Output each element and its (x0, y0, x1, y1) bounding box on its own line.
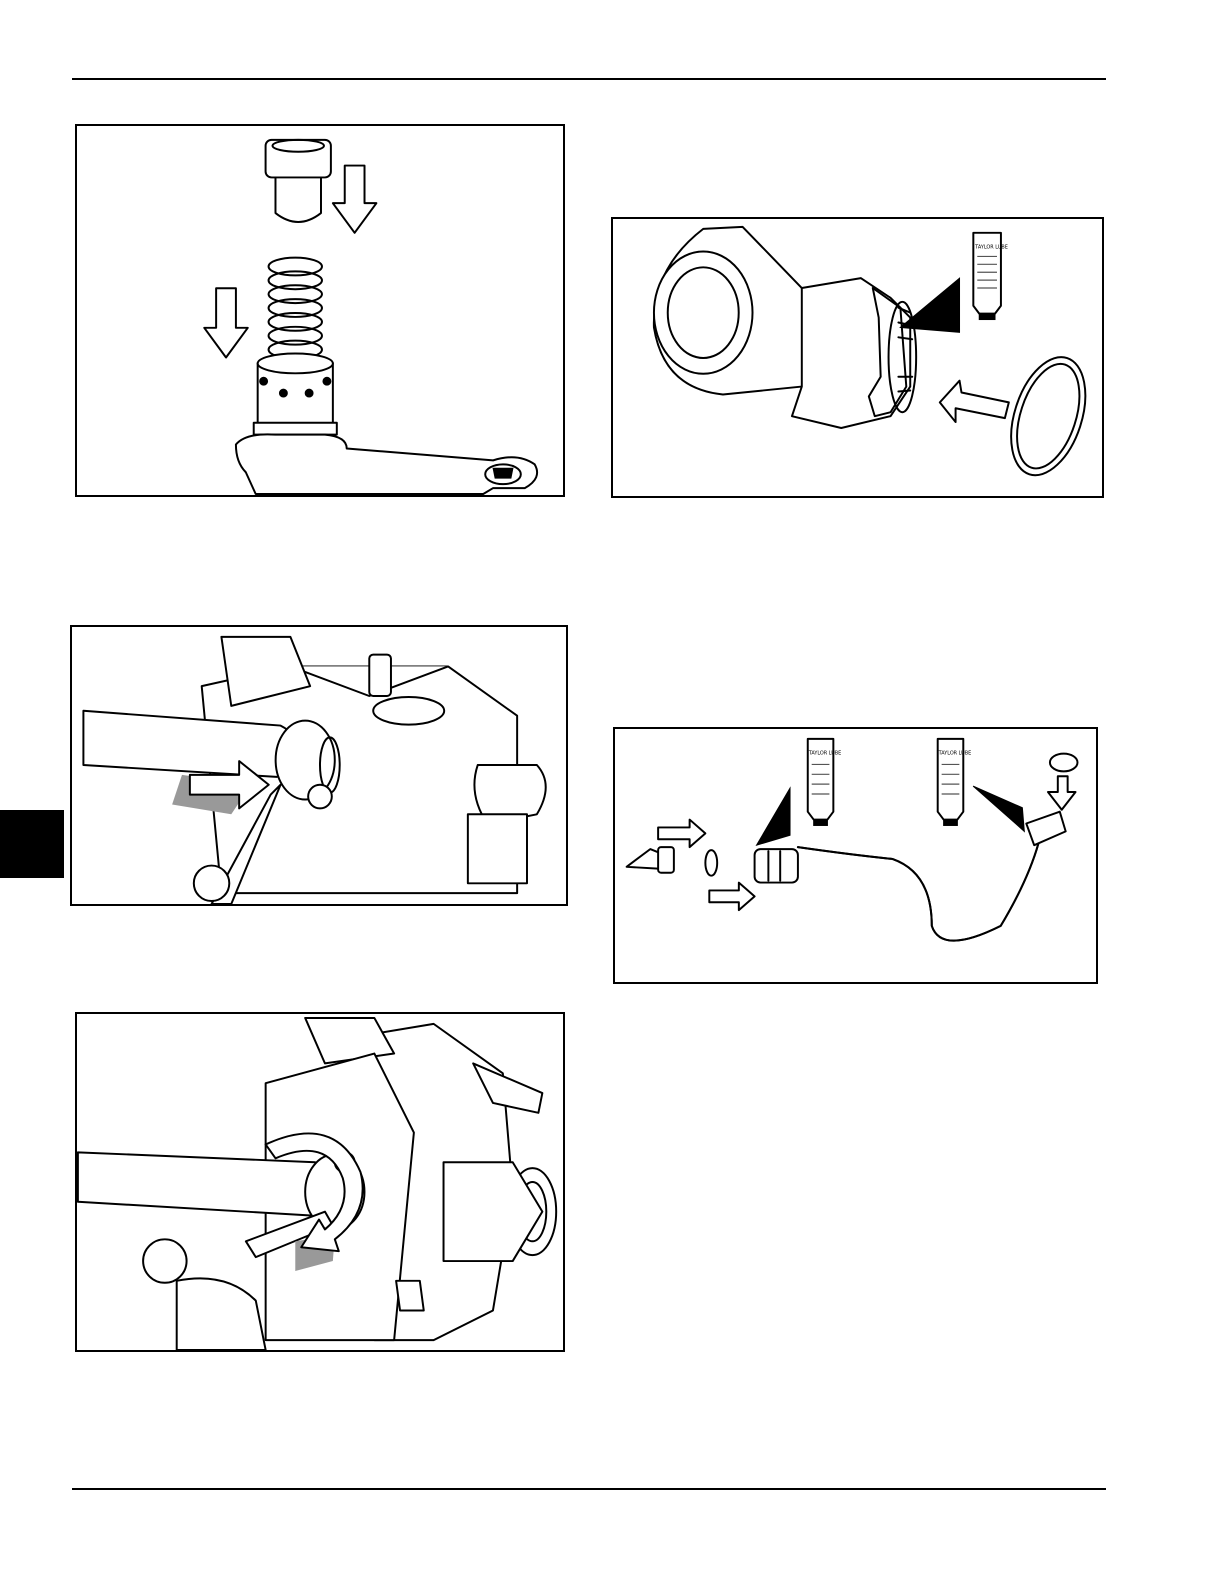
header-rule (72, 78, 1106, 80)
lube-tube-icon: TAYLOR LUBE (938, 739, 972, 826)
down-arrow-icon (204, 288, 248, 357)
wrench-bar-part (78, 1152, 335, 1215)
wrench-tighten-drawing (77, 1014, 563, 1350)
tube-assembly-drawing: TAYLOR LUBE TAYLOR LUBE (615, 729, 1096, 982)
o-ring-part (997, 348, 1099, 485)
wrench-install-drawing (72, 627, 566, 904)
down-arrow-icon (333, 166, 377, 233)
valve-spring-drawing (77, 126, 563, 495)
lube-tube-icon: TAYLOR LUBE (808, 739, 842, 826)
cap-part (266, 140, 331, 222)
wrench-part (236, 434, 537, 494)
down-arrow-icon (1048, 776, 1076, 809)
valve-tip-part (627, 849, 660, 869)
valve-body-part (254, 354, 337, 441)
valve-spring-assembly-illustration (75, 124, 565, 497)
lubricant-pointer-icon (757, 788, 790, 845)
lubricant-pointer-icon (900, 278, 959, 332)
wrench-tightening-illustration (75, 1012, 565, 1352)
lube-tube-label: TAYLOR LUBE (974, 245, 1008, 251)
lube-tube-icon: TAYLOR LUBE (973, 233, 1008, 320)
fitting-part (654, 227, 916, 428)
lube-tube-label: TAYLOR LUBE (808, 751, 842, 757)
wrench-installation-illustration (70, 625, 568, 906)
tube-assembly-lubrication-illustration: TAYLOR LUBE TAYLOR LUBE (613, 727, 1098, 984)
left-arrow-icon (940, 381, 1009, 422)
fitting-o-ring-lubrication-illustration: TAYLOR LUBE (611, 217, 1104, 498)
right-arrow-icon (709, 883, 754, 911)
fitting-drawing: TAYLOR LUBE (613, 219, 1102, 496)
right-arrow-icon (658, 820, 705, 848)
footer-rule (72, 1488, 1106, 1490)
lube-tube-label: TAYLOR LUBE (938, 751, 972, 757)
lubricant-pointer-icon (973, 786, 1024, 831)
section-tab (0, 810, 64, 878)
